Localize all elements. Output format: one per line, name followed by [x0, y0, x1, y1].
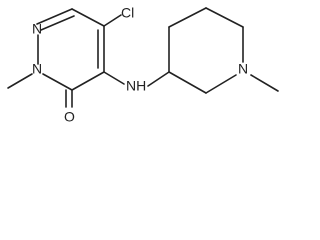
bond-pip-c2-c3 — [168, 71, 207, 94]
bond-pip-n-methyl — [250, 74, 279, 92]
bond-co-nme — [42, 73, 73, 91]
atom-piperidine-nitrogen: N — [238, 61, 248, 77]
bond-nh-pip — [147, 71, 170, 87]
bond-ch-ccl — [71, 8, 105, 27]
substituents — [7, 14, 170, 108]
atom-carbonyl-oxygen: O — [64, 109, 75, 125]
bond-n-ch-double-b — [40, 15, 75, 31]
pyridazinone-ring — [36, 8, 105, 91]
chemical-structure: Cl N N O NH N — [7, 5, 279, 125]
atom-ring-nitrogen-lower: N — [32, 61, 42, 77]
atom-ring-nitrogen-upper: N — [32, 21, 42, 37]
bond-cnh-co — [71, 71, 105, 91]
bond-n-methyl — [7, 73, 33, 89]
piperidine-ring — [168, 7, 279, 94]
atom-amine-nh: NH — [126, 78, 146, 94]
bond-c-nh — [103, 71, 125, 85]
atom-chlorine: Cl — [121, 5, 134, 21]
bond-c-cl — [103, 14, 122, 27]
bond-pip-c4-c5 — [168, 7, 207, 28]
bond-n-ch-double-a — [36, 8, 73, 25]
bond-pip-n-c2 — [205, 74, 237, 94]
bond-pip-c5-c6 — [205, 7, 244, 28]
